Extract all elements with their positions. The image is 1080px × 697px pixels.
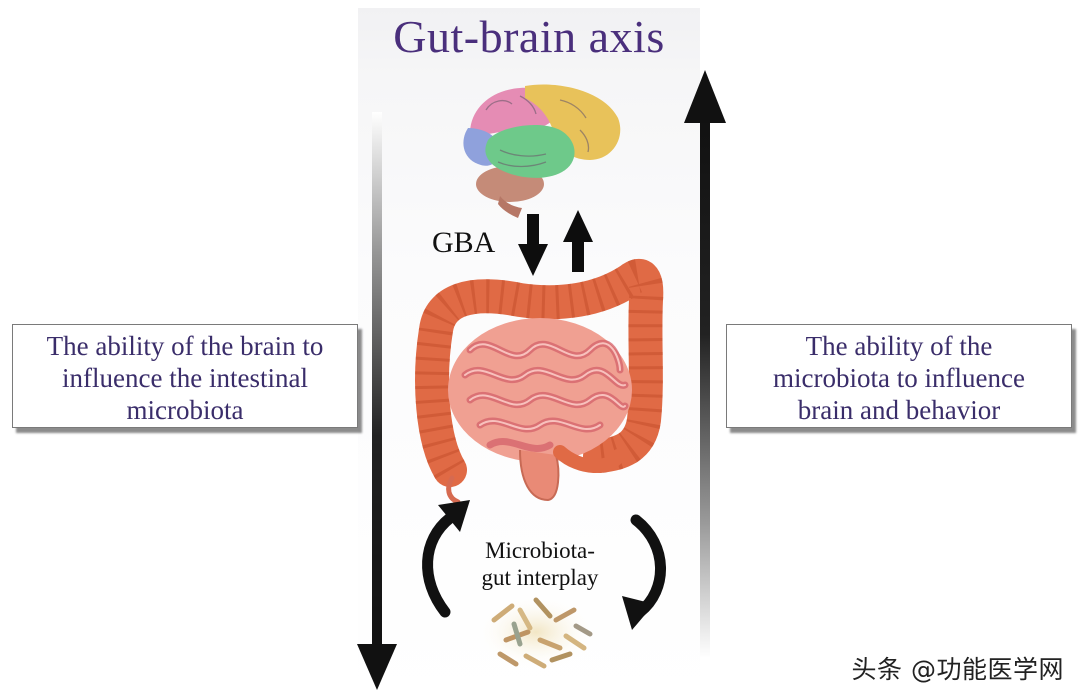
brain-influence-line: The ability of the brain to	[46, 331, 324, 361]
microbiota-influence-box: The ability of the microbiota to influen…	[726, 324, 1072, 428]
diagram-title: Gut-brain axis	[393, 11, 665, 62]
brain-to-gut-arrow-icon	[357, 112, 397, 690]
watermark: 头条 @功能医学网	[851, 655, 1064, 684]
brain-influence-box: The ability of the brain to influence th…	[12, 324, 358, 428]
bacteria-cluster-icon	[474, 594, 598, 670]
microbiota-gut-interplay-label: Microbiota- gut interplay	[460, 537, 620, 591]
microbiota-influence-line: microbiota to influence	[773, 363, 1025, 393]
intestines-icon	[415, 258, 664, 505]
gba-up-arrow-icon	[563, 210, 593, 272]
microbiota-influence-line: The ability of the	[805, 331, 993, 361]
gut-to-brain-arrow-icon	[684, 70, 726, 658]
interplay-label-line: gut interplay	[481, 565, 599, 590]
brain-influence-line: microbiota	[126, 395, 244, 425]
cycle-left-arrow-icon	[422, 500, 470, 618]
gba-label: GBA	[432, 226, 496, 259]
gba-down-arrow-icon	[518, 214, 548, 276]
interplay-label-line: Microbiota-	[485, 538, 595, 563]
microbiota-influence-line: brain and behavior	[797, 395, 1001, 425]
brain-influence-line: influence the intestinal	[62, 363, 308, 393]
cycle-right-arrow-icon	[622, 514, 666, 630]
brain-icon	[463, 84, 621, 218]
